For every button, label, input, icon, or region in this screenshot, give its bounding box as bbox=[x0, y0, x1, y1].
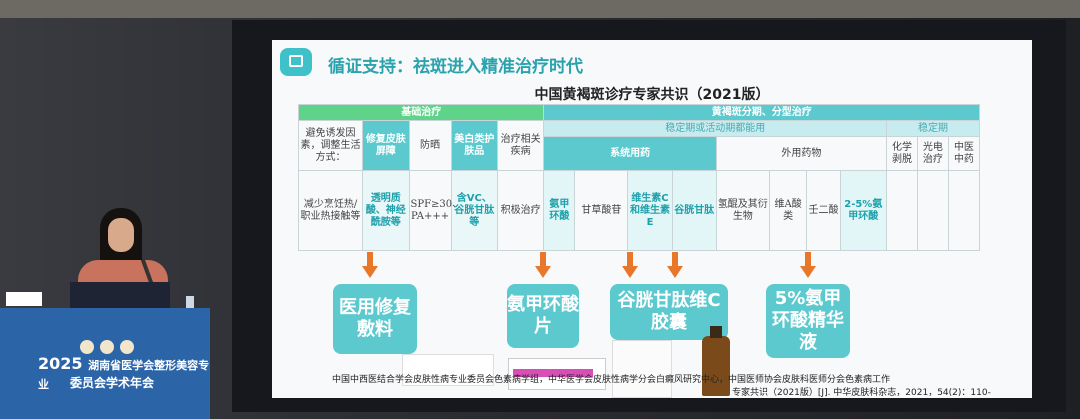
dressing-package-image bbox=[402, 354, 494, 386]
logo-emblem bbox=[100, 340, 114, 354]
lectern: 2025 湖南省医学会整形美容专业 委员会学术年会 bbox=[0, 308, 210, 419]
topical-val-txa: 2-5%氨甲环酸 bbox=[839, 170, 888, 251]
topical-val-retinoid: 维A酸类 bbox=[768, 170, 808, 251]
basic-col-barrier: 修复皮肤屏障 bbox=[362, 120, 410, 171]
speaker-face bbox=[108, 218, 134, 252]
basic-col-lifestyle: 避免诱发因素，调整生活方式： bbox=[297, 120, 364, 171]
stable-val-photo bbox=[916, 170, 949, 251]
header-basic-treatment: 基础治疗 bbox=[297, 104, 545, 121]
table-title: 中国黄褐斑诊疗专家共识（2021版） bbox=[534, 87, 770, 103]
arrow-down-icon bbox=[667, 252, 683, 280]
basic-col-sunscreen: 防晒 bbox=[408, 120, 452, 171]
name-card bbox=[6, 292, 42, 306]
stable-col-tcm: 中医中药 bbox=[947, 136, 981, 171]
stable-val-peel bbox=[886, 170, 918, 251]
tablet-box-image bbox=[508, 358, 606, 390]
capsule-box-image bbox=[612, 340, 672, 398]
lectern-line1: 湖南省医学会整形美容专业 bbox=[38, 359, 210, 391]
product-txa-serum: 5%氨甲环酸精华液 bbox=[766, 284, 850, 358]
topical-val-azelaic: 壬二酸 bbox=[806, 170, 841, 251]
slide-title: 循证支持：祛斑进入精准治疗时代 bbox=[328, 57, 583, 77]
systemic-val-glycyrrhizin: 甘草酸苷 bbox=[574, 170, 629, 251]
arrow-down-icon bbox=[535, 252, 551, 280]
stable-col-peel: 化学剥脱 bbox=[886, 136, 918, 171]
laptop bbox=[70, 282, 170, 312]
product-glutathione-capsule: 谷胱甘肽维C胶囊 bbox=[610, 284, 728, 340]
basic-val-disease: 积极治疗 bbox=[496, 170, 545, 251]
topical-val-hydroquinone: 氢醌及其衍生物 bbox=[715, 170, 770, 251]
consensus-table: 基础治疗 黄褐斑分期、分型治疗 避免诱发因素，调整生活方式： 修复皮肤屏障 防晒… bbox=[297, 104, 981, 251]
lectern-line2: 委员会学术年会 bbox=[70, 376, 155, 390]
header-staged-treatment: 黄褐斑分期、分型治疗 bbox=[543, 104, 980, 121]
topical-header: 外用药物 bbox=[715, 136, 888, 171]
basic-val-sunscreen: SPF≥30、PA+++ bbox=[408, 170, 462, 251]
basic-val-barrier: 透明质酸、神经酰胺等 bbox=[362, 170, 410, 251]
lectern-year: 2025 bbox=[38, 354, 83, 373]
logo-emblem bbox=[120, 340, 134, 354]
arrow-down-icon bbox=[622, 252, 638, 280]
systemic-header: 系统用药 bbox=[543, 136, 717, 171]
logo-emblem bbox=[80, 340, 94, 354]
basic-col-disease: 治疗相关疾病 bbox=[496, 120, 545, 171]
subheader-stable: 稳定期 bbox=[886, 120, 980, 137]
basic-val-whitening: 含VC、谷胱甘肽等 bbox=[450, 170, 498, 251]
stable-col-photo: 光电治疗 bbox=[916, 136, 949, 171]
basic-val-lifestyle: 减少烹饪热/职业热接触等 bbox=[297, 170, 364, 251]
arrow-down-icon bbox=[800, 252, 816, 280]
subheader-any-stage: 稳定期或活动期都能用 bbox=[543, 120, 887, 137]
product-medical-dressing: 医用修复敷料 bbox=[333, 284, 417, 354]
ceiling bbox=[0, 0, 1080, 18]
water-bottle bbox=[186, 296, 194, 310]
systemic-val-glutathione: 谷胱甘肽 bbox=[671, 170, 717, 251]
product-txa-tablet: 氨甲环酸片 bbox=[507, 284, 579, 348]
reference-line-1: 中国中西医结合学会皮肤性病专业委员会色素病学组，中华医学会皮肤性病学分会白癜风研… bbox=[332, 375, 891, 385]
serum-bottle-image bbox=[702, 326, 730, 396]
systemic-val-txa: 氨甲环酸 bbox=[543, 170, 576, 251]
systemic-val-vitamins: 维生素C和维生素E bbox=[627, 170, 673, 251]
document-icon bbox=[280, 48, 312, 76]
basic-col-whitening: 美白类护肤品 bbox=[450, 120, 498, 171]
arrow-down-icon bbox=[362, 252, 378, 280]
reference-line-2: 专家共识（2021版）[J]. 中华皮肤科杂志，2021，54(2)：110- bbox=[732, 388, 991, 398]
presentation-slide: 循证支持：祛斑进入精准治疗时代 中国黄褐斑诊疗专家共识（2021版） 基础治疗 … bbox=[272, 40, 1032, 398]
stable-val-tcm bbox=[947, 170, 981, 251]
lectern-title: 2025 湖南省医学会整形美容专业 bbox=[38, 354, 210, 392]
